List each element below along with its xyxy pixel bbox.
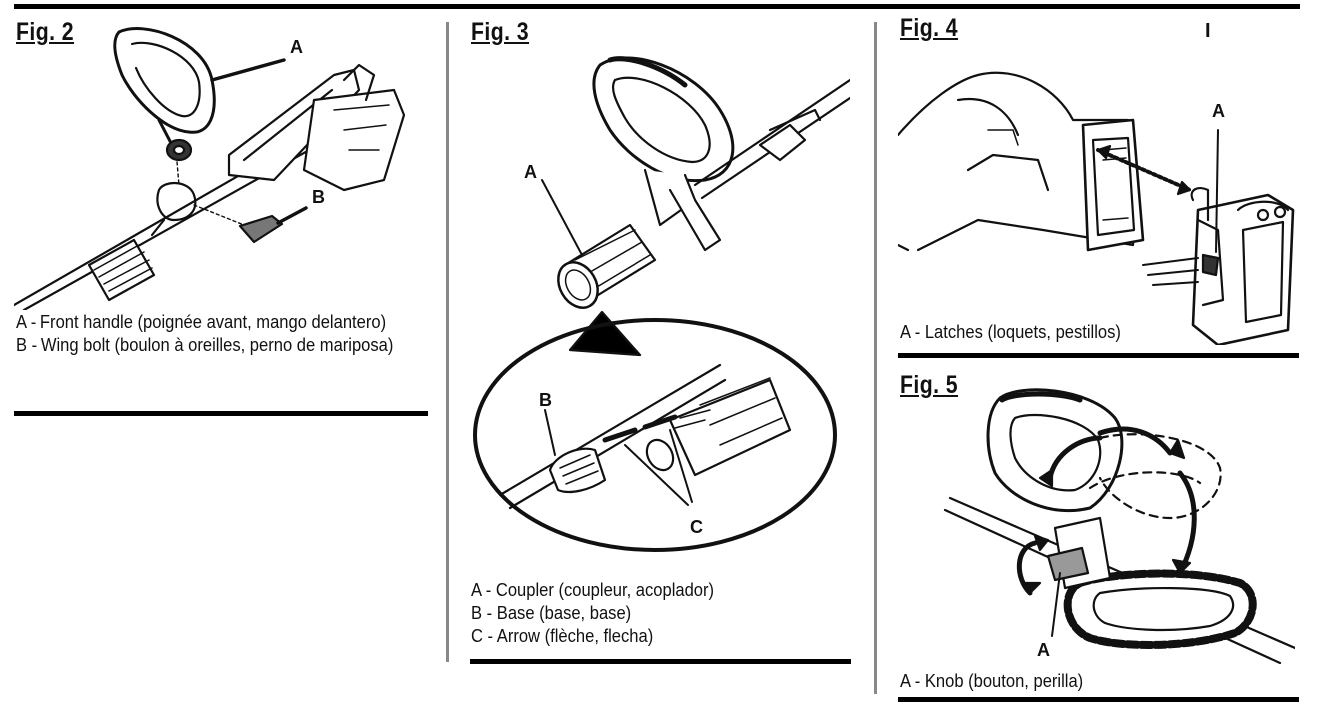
fig2-callout-a: A	[290, 37, 303, 57]
fig3-caption-a: A - Coupler (coupleur, acoplador)	[471, 579, 830, 602]
fig3-callout-b: B	[539, 390, 552, 410]
fig2-title: Fig. 2	[16, 18, 75, 46]
fig2-caption-a: A - Front handle (poignée avant, mango d…	[16, 311, 428, 334]
fig2-caption-b: B - Wing bolt (boulon à oreilles, perno …	[16, 334, 428, 357]
fig3-callout-a: A	[524, 162, 537, 182]
fig4-title: Fig. 4	[900, 14, 959, 42]
fig3-caption-b-key: B -	[471, 603, 493, 623]
fig2-caption-b-text: Wing bolt (boulon à oreilles, perno de m…	[40, 335, 394, 355]
fig3-title: Fig. 3	[471, 18, 530, 46]
fig4-callout-a: A	[1212, 101, 1225, 121]
fig3-callout-c: C	[690, 517, 703, 537]
fig5-callout-a: A	[1037, 640, 1050, 660]
fig3-bottom-rule	[470, 659, 851, 664]
fig4-illustration	[898, 71, 1295, 345]
fig3-caption: A - Coupler (coupleur, acoplador) B - Ba…	[471, 579, 830, 648]
fig3-illustration	[473, 56, 850, 552]
fig2-bottom-rule	[14, 411, 428, 416]
fig5-bottom-rule	[898, 697, 1299, 702]
fig2-callout-b: B	[312, 187, 325, 207]
fig2-caption-b-key: B -	[16, 335, 38, 355]
fig2-caption-a-text: Front handle (poignée avant, mango delan…	[39, 312, 387, 332]
fig3-caption-c-key: C -	[471, 626, 494, 646]
fig3-caption-b-text: Base (base, base)	[496, 603, 632, 623]
top-rule	[14, 4, 1300, 9]
fig2-caption: A - Front handle (poignée avant, mango d…	[16, 311, 428, 357]
fig2-illustration	[14, 27, 406, 310]
fig5-illustration	[943, 388, 1295, 665]
fig3-caption-c: C - Arrow (flèche, flecha)	[471, 625, 830, 648]
fig3-caption-a-text: Coupler (coupleur, acoplador)	[495, 580, 715, 600]
column-separator-2	[874, 22, 877, 694]
fig5-caption: A - Knob (bouton, perilla)	[900, 671, 1084, 691]
fig3-caption-a-key: A -	[471, 580, 492, 600]
fig4-marker: I	[1205, 20, 1211, 42]
fig4-caption: A - Latches (loquets, pestillos)	[900, 322, 1121, 342]
fig3-caption-b: B - Base (base, base)	[471, 602, 830, 625]
fig3-caption-c-text: Arrow (flèche, flecha)	[496, 626, 654, 646]
column-separator-1	[446, 22, 449, 662]
fig2-caption-a-key: A -	[16, 312, 37, 332]
fig5-title: Fig. 5	[900, 371, 959, 399]
fig4-bottom-rule	[898, 353, 1299, 358]
